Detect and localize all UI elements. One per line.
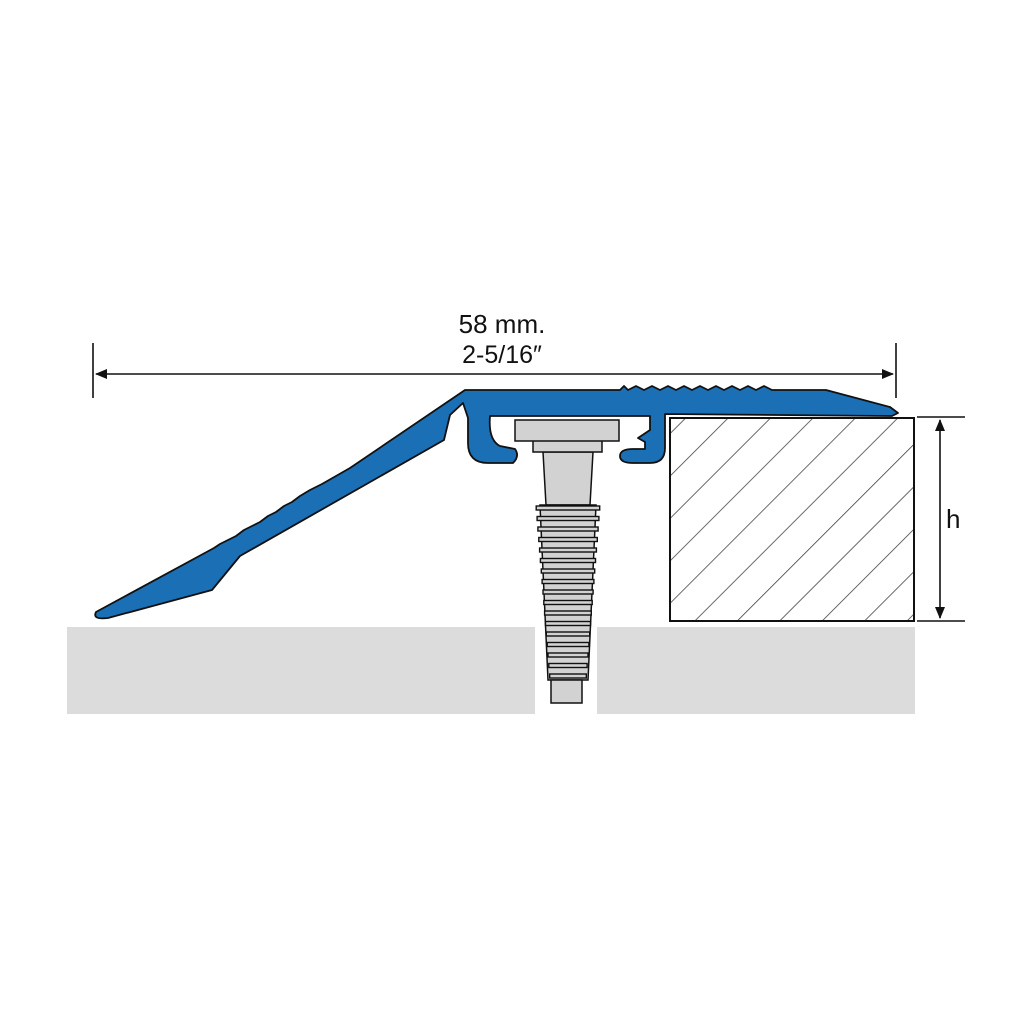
screw-thread (549, 673, 588, 679)
screw-thread (540, 568, 596, 574)
screw-thread (542, 589, 594, 595)
screw-thread (541, 578, 595, 585)
width-inch-label: 2-5/16″ (462, 341, 542, 369)
screw-thread (545, 631, 591, 637)
screw-anchor (514, 419, 620, 704)
screw-thread (548, 662, 588, 669)
transition-profile (94, 385, 899, 620)
screw-thread (547, 652, 589, 658)
height-dimension: h (917, 416, 965, 622)
screw-thread (538, 536, 598, 543)
floor-covering-block (669, 417, 915, 622)
screw-thread (546, 641, 590, 648)
subfloor-left (67, 627, 535, 714)
screw-thread (536, 515, 600, 522)
screw-thread (537, 526, 599, 532)
screw-thread (538, 547, 598, 553)
screw-thread (539, 557, 597, 564)
screw-thread (535, 505, 601, 511)
width-dimension: 58 mm. 2-5/16″ (92, 309, 897, 398)
screw-thread (544, 620, 592, 627)
screw-thread (543, 599, 593, 606)
subfloor-right (597, 627, 915, 714)
height-label: h (946, 504, 960, 534)
screw-thread (543, 610, 592, 616)
width-mm-label: 58 mm. (459, 309, 546, 339)
